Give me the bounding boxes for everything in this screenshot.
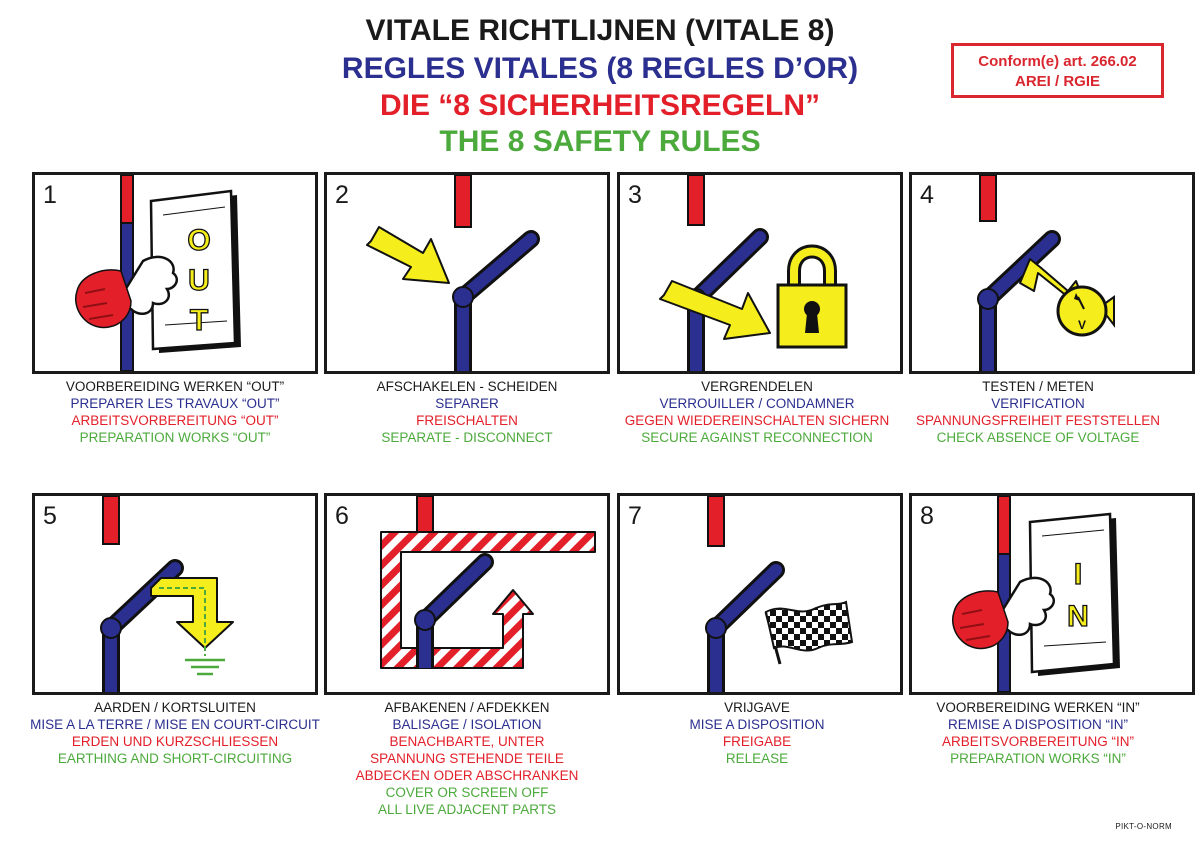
caption-german: FREIGABE: [722, 734, 792, 749]
conformity-box: Conform(e) art. 266.02 AREI / RGIE: [951, 43, 1164, 98]
caption-dutch: VOORBEREIDING WERKEN “OUT”: [65, 379, 285, 394]
rule-caption-8: VOORBEREIDING WERKEN “IN” REMISE A DISPO…: [893, 699, 1183, 767]
brand-label: PIKT-O-NORM: [1115, 822, 1172, 831]
caption-dutch: VERGRENDELEN: [701, 379, 813, 394]
caption-english: PREPARATION WORKS “OUT”: [79, 430, 271, 445]
rule-number: 3: [628, 181, 642, 209]
padlock-icon: [659, 175, 848, 371]
disconnect-switch-icon: [366, 175, 540, 371]
caption-german: ARBEITSVORBEREITUNG “OUT”: [71, 413, 279, 428]
caption-french: REMISE A DISPOSITION “IN”: [947, 717, 1129, 732]
caption-english: PREPARATION WORKS “IN”: [950, 751, 1126, 766]
rule-caption-1: VOORBEREIDING WERKEN “OUT” PREPARER LES …: [30, 378, 320, 446]
rule-caption-2: AFSCHAKELEN - SCHEIDEN SEPARER FREISCHAL…: [322, 378, 612, 446]
caption-german: FREISCHALTEN: [416, 413, 518, 428]
caption-french: VERIFICATION: [991, 396, 1085, 411]
title-german: DIE “8 SICHERHEITSREGELN”: [379, 89, 821, 122]
sign-letter-u: U: [188, 264, 210, 297]
caption-german: BENACHBARTE, UNTER SPANNUNG STEHENDE TEI…: [355, 734, 579, 783]
caption-german: ERDEN UND KURZSCHLIESSEN: [71, 734, 279, 749]
caption-english: COVER OR SCREEN OFF ALL LIVE ADJACENT PA…: [377, 785, 557, 817]
caption-french: MISE A DISPOSITION: [689, 717, 825, 732]
rule-caption-4: TESTEN / METEN VERIFICATION SPANNUNGSFRE…: [893, 378, 1183, 446]
rule-panel-4: 4 V: [909, 172, 1195, 374]
checkered-flag-icon: [705, 496, 854, 692]
rule-panel-1: 1 O U T: [32, 172, 318, 374]
caption-english: RELEASE: [725, 751, 789, 766]
caption-dutch: AARDEN / KORTSLUITEN: [94, 700, 256, 715]
conformity-standard: AREI / RGIE: [1014, 73, 1100, 90]
rule-number: 4: [920, 181, 934, 209]
rule-panel-5: 5: [32, 493, 318, 695]
rule-panel-8: 8 I N: [909, 493, 1195, 695]
caption-english: SEPARATE - DISCONNECT: [381, 430, 553, 445]
rule-panel-7: 7: [617, 493, 903, 695]
title-english: THE 8 SAFETY RULES: [439, 125, 761, 158]
conformity-article: Conform(e) art. 266.02: [978, 53, 1137, 70]
caption-german: GEGEN WIEDEREINSCHALTEN SICHERN: [624, 413, 890, 428]
sign-letter-n: N: [1067, 600, 1089, 633]
rule-number: 5: [43, 502, 57, 530]
rule-number: 8: [920, 502, 934, 530]
title-dutch: VITALE RICHTLIJNEN (VITALE 8): [365, 14, 835, 47]
caption-english: CHECK ABSENCE OF VOLTAGE: [936, 430, 1140, 445]
caption-french: VERROUILLER / CONDAMNER: [659, 396, 855, 411]
sign-letter-t: T: [190, 304, 208, 337]
sign-letter-i: I: [1074, 558, 1082, 591]
sign-letter-o: O: [187, 224, 210, 257]
caption-german: SPANNUNGSFREIHEIT FESTSTELLEN: [915, 413, 1161, 428]
barrier-icon: [380, 496, 596, 669]
caption-dutch: VRIJGAVE: [724, 700, 790, 715]
rule-number: 1: [43, 181, 57, 209]
title-french: REGLES VITALES (8 REGLES D’OR): [341, 52, 859, 85]
caption-german: ARBEITSVORBEREITUNG “IN”: [941, 734, 1135, 749]
caption-dutch: AFSCHAKELEN - SCHEIDEN: [376, 379, 558, 394]
caption-dutch: VOORBEREIDING WERKEN “IN”: [936, 700, 1140, 715]
rule-panel-6: 6: [324, 493, 610, 695]
in-document-hand-icon: I N: [952, 496, 1120, 692]
caption-dutch: TESTEN / METEN: [982, 379, 1094, 394]
rule-caption-7: VRIJGAVE MISE A DISPOSITION FREIGABE REL…: [612, 699, 902, 767]
rule-caption-3: VERGRENDELEN VERROUILLER / CONDAMNER GEG…: [612, 378, 902, 446]
caption-french: PREPARER LES TRAVAUX “OUT”: [70, 396, 280, 411]
rule-caption-5: AARDEN / KORTSLUITEN MISE A LA TERRE / M…: [30, 699, 320, 767]
earth-ground-icon: [100, 496, 234, 692]
voltmeter-icon: V: [977, 175, 1115, 371]
meter-letter: V: [1078, 318, 1086, 332]
caption-french: BALISAGE / ISOLATION: [392, 717, 542, 732]
rule-number: 6: [335, 502, 349, 530]
rule-caption-6: AFBAKENEN / AFDEKKEN BALISAGE / ISOLATIO…: [322, 699, 612, 818]
caption-english: SECURE AGAINST RECONNECTION: [641, 430, 873, 445]
caption-dutch: AFBAKENEN / AFDEKKEN: [384, 700, 550, 715]
caption-french: MISE A LA TERRE / MISE EN COURT-CIRCUIT: [30, 717, 320, 732]
out-document-hand-icon: O U T: [75, 175, 241, 371]
caption-french: SEPARER: [435, 396, 499, 411]
caption-english: EARTHING AND SHORT-CIRCUITING: [57, 751, 293, 766]
rule-number: 2: [335, 181, 349, 209]
rule-panel-2: 2: [324, 172, 610, 374]
rule-number: 7: [628, 502, 642, 530]
rule-panel-3: 3: [617, 172, 903, 374]
